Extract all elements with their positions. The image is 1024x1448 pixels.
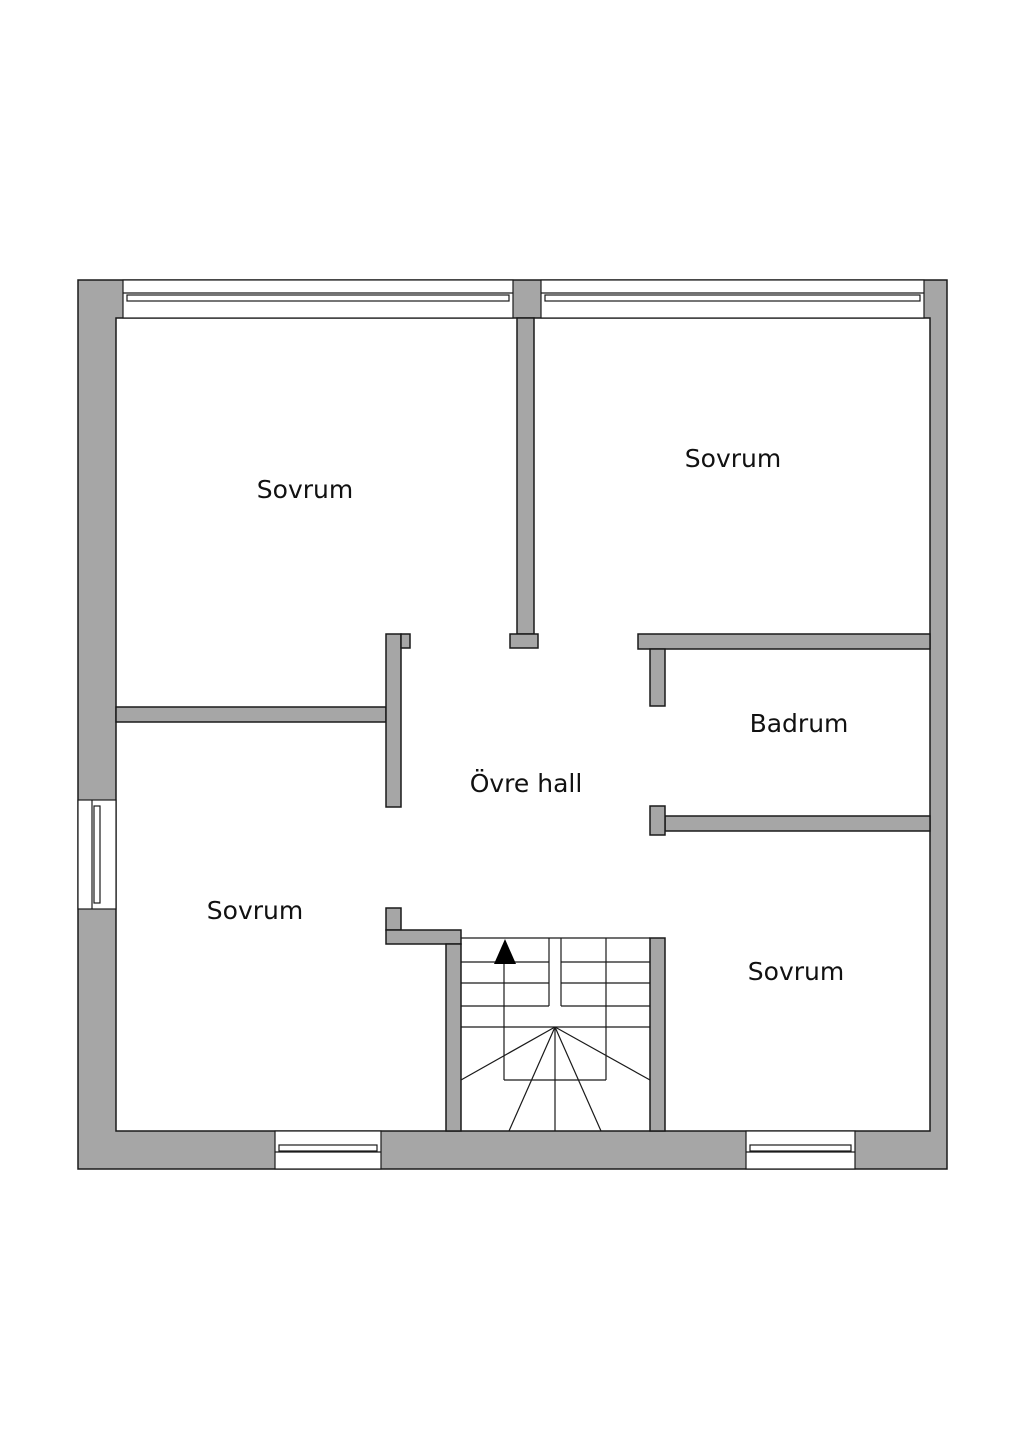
wall-stair-left-top [385, 929, 462, 945]
wall-hall-left-stub-cap [400, 633, 411, 649]
wall-left-horizontal [115, 706, 387, 723]
walls [77, 279, 948, 1170]
wall-right-lower [664, 815, 931, 832]
window-bottom-right [745, 1130, 856, 1170]
room-label-bedroom-bottom-left: Sovrum [207, 896, 303, 925]
staircase [460, 937, 651, 1132]
wall-top-divider-end [509, 633, 539, 649]
wall-right-upper-drop [649, 648, 666, 707]
room-label-bedroom-top-right: Sovrum [685, 444, 781, 473]
wall-stair-right [649, 937, 666, 1132]
windows [77, 279, 925, 1170]
wall-hall-left-stub [385, 633, 402, 808]
window-bottom-left [274, 1130, 382, 1170]
arrow-up-icon [494, 939, 516, 964]
room-label-bedroom-bottom-right: Sovrum [748, 957, 844, 986]
wall-right-upper [637, 633, 931, 650]
room-label-upper-hall: Övre hall [470, 769, 583, 798]
wall-stair-left-stub [385, 907, 402, 931]
window-left [77, 799, 117, 910]
wall-top-divider [516, 317, 535, 635]
window-top-left [122, 279, 514, 319]
window-top-right [540, 279, 925, 319]
wall-right-lower-rise [649, 805, 666, 836]
room-label-bedroom-top-left: Sovrum [257, 475, 353, 504]
wall-stair-left [445, 943, 462, 1132]
room-label-bathroom: Badrum [750, 709, 849, 738]
